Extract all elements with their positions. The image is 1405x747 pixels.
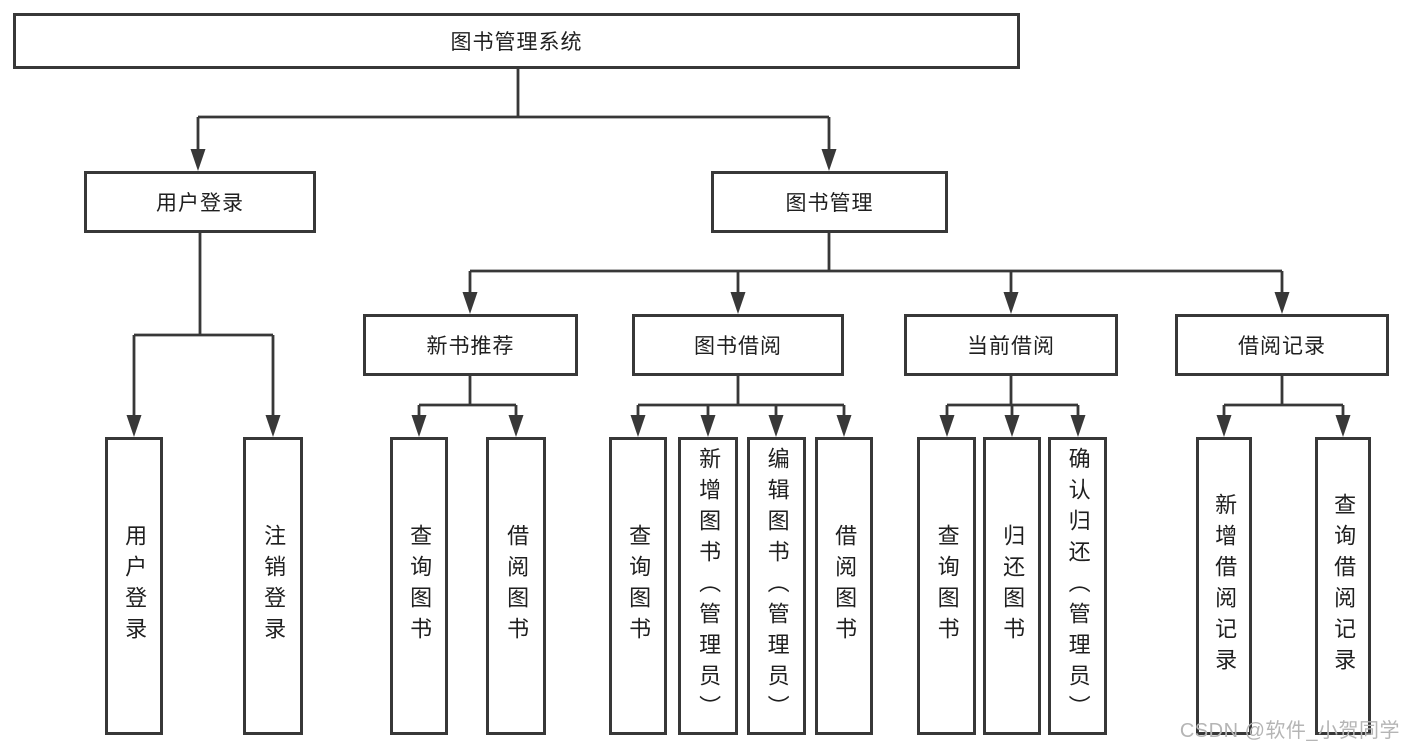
node-label: 归还图书 [1000,524,1026,648]
node-label: 借阅图书 [832,524,858,648]
node-label: 确认归还（管理员） [1065,446,1091,726]
node-branch-book-management: 图书管理 [711,171,948,233]
connector-user-login-to-leaves [126,233,281,437]
node-root: 图书管理系统 [13,13,1020,69]
node-leaf-user-login: 用户登录 [105,437,163,735]
connector-book-management-to-mids [462,233,1290,314]
node-label: 新增借阅记录 [1212,493,1238,679]
node-label: 借阅图书 [504,524,530,648]
node-mid-current-borrow: 当前借阅 [904,314,1118,376]
connector-borrow-records-to-leaves [1216,376,1351,437]
node-label: 查询图书 [626,524,652,648]
node-leaf-query-books-recommend: 查询图书 [390,437,448,735]
node-leaf-query-borrow-record: 查询借阅记录 [1315,437,1371,735]
node-label: 注销登录 [261,524,287,648]
node-root-label: 图书管理系统 [450,31,583,54]
node-branch-user-login: 用户登录 [84,171,316,233]
node-leaf-confirm-return-admin: 确认归还（管理员） [1048,437,1107,735]
node-label: 查询图书 [407,524,433,648]
connector-root-to-branches [190,68,837,171]
node-leaf-query-books-borrow: 查询图书 [609,437,667,735]
node-leaf-edit-book-admin: 编辑图书（管理员） [747,437,806,735]
node-leaf-add-book-admin: 新增图书（管理员） [678,437,738,735]
csdn-watermark: CSDN @软件_小贺同学 [1179,720,1400,742]
node-leaf-return-books: 归还图书 [983,437,1041,735]
node-label: 新增图书（管理员） [696,446,722,726]
node-label: 图书借阅 [694,335,782,358]
node-label: 图书管理 [785,192,874,215]
node-label: 查询图书 [934,524,960,648]
node-leaf-logout: 注销登录 [243,437,303,735]
node-leaf-add-borrow-record: 新增借阅记录 [1196,437,1252,735]
node-mid-book-borrow: 图书借阅 [632,314,844,376]
node-label: 用户登录 [122,524,148,648]
node-mid-borrow-records: 借阅记录 [1175,314,1389,376]
node-label: 当前借阅 [967,335,1055,358]
node-label: 用户登录 [156,192,244,215]
connector-new-book-to-leaves [411,376,524,437]
node-label: 编辑图书（管理员） [764,446,790,726]
connector-book-borrow-to-leaves [630,376,852,437]
node-label: 借阅记录 [1238,335,1326,358]
node-label: 查询借阅记录 [1331,493,1357,679]
connector-current-borrow-to-leaves [939,376,1086,437]
node-leaf-borrow-books: 借阅图书 [815,437,873,735]
node-label: 新书推荐 [426,335,515,358]
node-leaf-query-books-current: 查询图书 [917,437,976,735]
node-leaf-borrow-books-recommend: 借阅图书 [486,437,546,735]
node-mid-new-book-recommend: 新书推荐 [363,314,578,376]
